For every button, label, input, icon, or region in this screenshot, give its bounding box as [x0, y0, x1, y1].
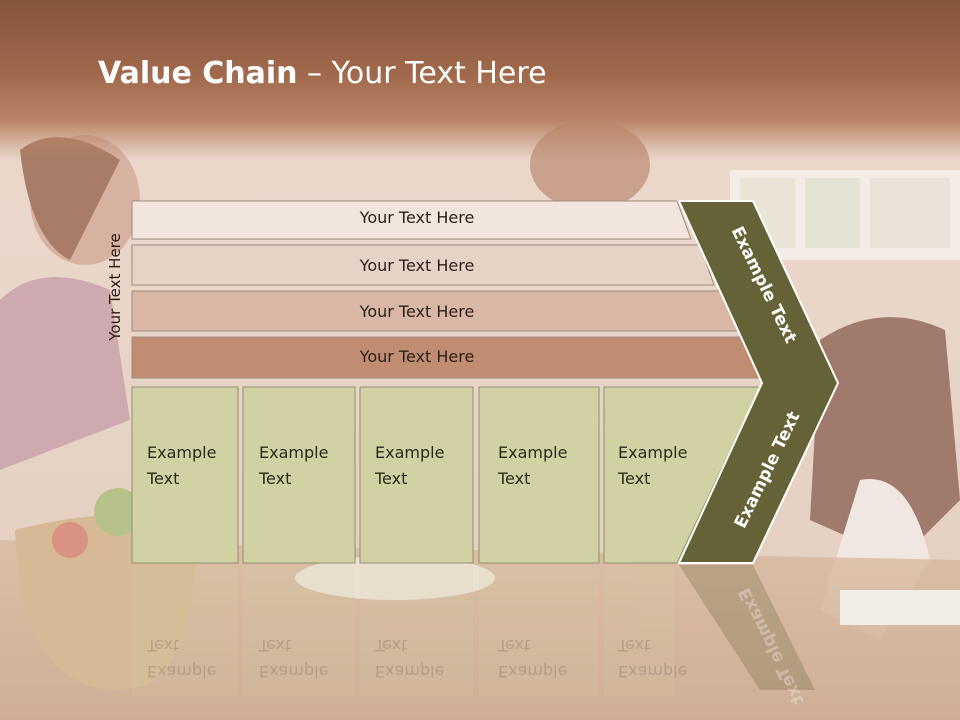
column-2-reflection: Example Text — [259, 632, 328, 684]
arrow-chevron-reflection — [679, 565, 815, 690]
column-5-reflection: Example Text — [618, 632, 687, 684]
column-3-reflection-line1: Example — [375, 662, 445, 681]
column-2-reflection-line2: Text — [259, 636, 292, 655]
column-3-box — [359, 386, 474, 564]
title-rest: – Your Text Here — [297, 56, 547, 91]
column-3-reflection-line2: Text — [375, 636, 408, 655]
row-1-bar — [131, 200, 692, 240]
column-5-reflection-line2: Text — [618, 636, 651, 655]
row-2-bar — [131, 244, 715, 286]
column-4-reflection: Example Text — [498, 632, 567, 684]
column-2-reflection-line1: Example — [259, 662, 329, 681]
column-4-reflection-line1: Example — [498, 662, 568, 681]
row-4-text: Your Text Here — [359, 347, 475, 366]
column-4-reflection-line2: Text — [498, 636, 531, 655]
column-1-line2: Text — [147, 469, 180, 488]
row-2-text: Your Text Here — [359, 256, 475, 275]
column-5-reflection-line1: Example — [618, 662, 688, 681]
arrow-chevron — [677, 200, 840, 564]
column-2-box — [242, 386, 356, 564]
column-3-line2: Text — [375, 469, 408, 488]
column-2-line2: Text — [259, 469, 292, 488]
column-1-line1: Example — [147, 443, 217, 462]
column-1-box — [131, 386, 239, 564]
column-3-reflection: Example Text — [375, 632, 444, 684]
row-3-text: Your Text Here — [359, 302, 475, 321]
column-4-box — [478, 386, 600, 564]
title-bold: Value Chain — [98, 56, 298, 91]
column-5-line1: Example — [618, 443, 688, 462]
column-2-line1: Example — [259, 443, 329, 462]
column-4-line2: Text — [498, 469, 531, 488]
column-1-reflection-line2: Text — [147, 636, 180, 655]
column-4-line1: Example — [498, 443, 568, 462]
column-5-box — [603, 386, 761, 564]
column-3-line1: Example — [375, 443, 445, 462]
header-band — [0, 0, 960, 160]
column-1-reflection: Example Text — [147, 632, 216, 684]
column-5-line2: Text — [618, 469, 651, 488]
column-1-reflection-line1: Example — [147, 662, 217, 681]
slide-title: Value Chain – Your Text Here — [98, 56, 547, 91]
row-1-text: Your Text Here — [359, 208, 475, 227]
columns-reflection — [132, 566, 674, 696]
